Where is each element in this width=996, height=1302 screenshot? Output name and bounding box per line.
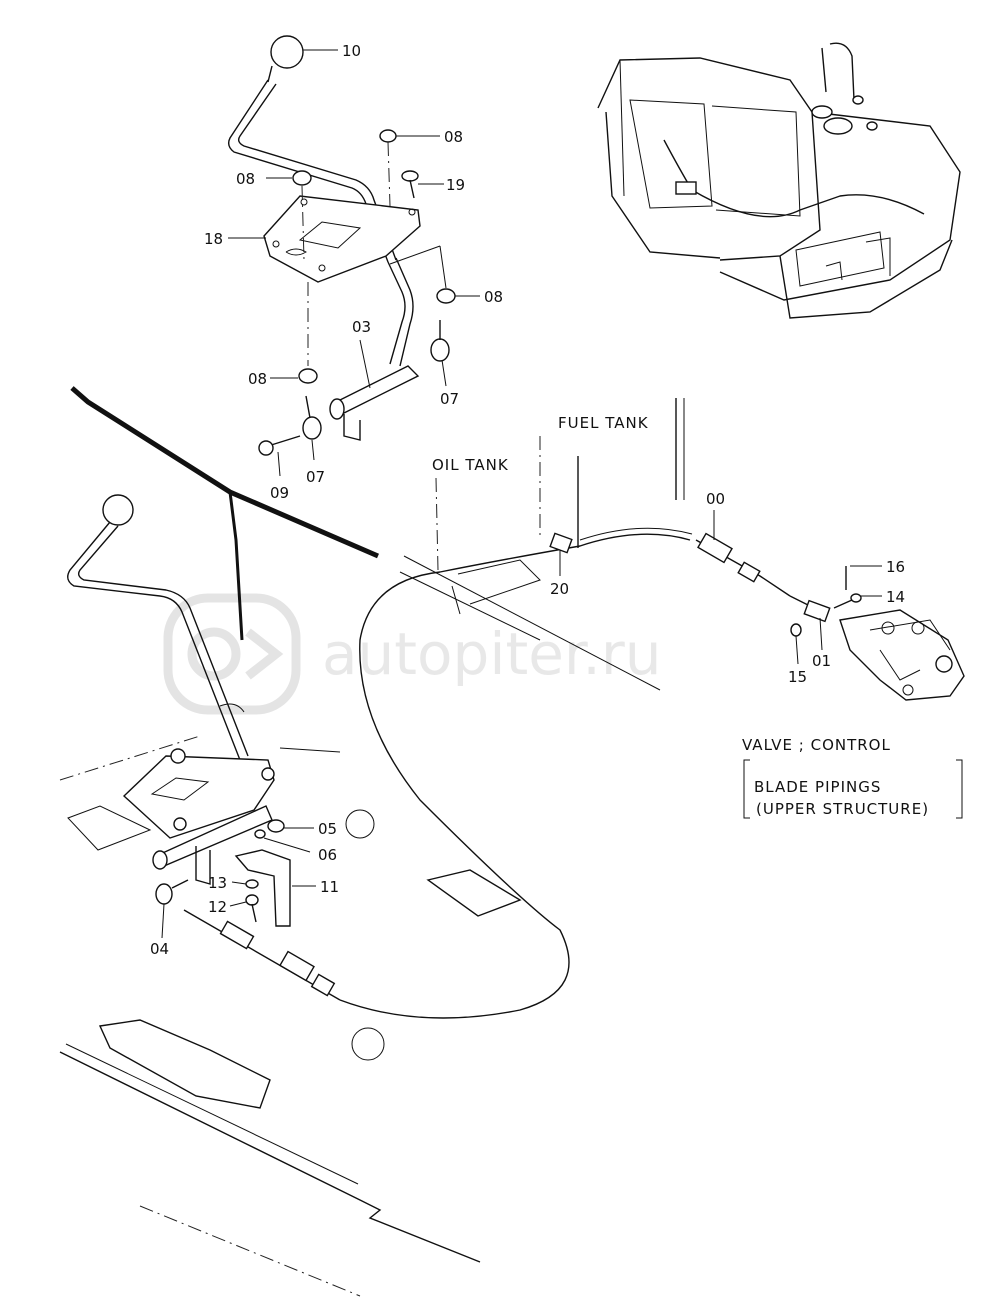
caption-line-2: (UPPER STRUCTURE) (756, 800, 929, 818)
callout-18: 18 (204, 230, 223, 248)
callout-16: 16 (886, 558, 905, 576)
top-lever-assembly (227, 35, 456, 456)
callout-20: 20 (550, 580, 569, 598)
cab-overview (597, 42, 961, 319)
watermark-text: autopiter.ru (322, 620, 661, 688)
callout-leaders (161, 49, 882, 939)
callout-08-c: 08 (484, 288, 503, 306)
control-valve (839, 609, 965, 701)
callout-19: 19 (446, 176, 465, 194)
callout-11: 11 (320, 878, 339, 896)
fuel-tank-label: FUEL TANK (558, 414, 649, 432)
callout-01: 01 (812, 652, 831, 670)
callout-08-b: 08 (236, 170, 255, 188)
section-divider (70, 386, 379, 559)
callout-00: 00 (706, 490, 725, 508)
part-callouts: 10 08 08 19 18 08 03 08 07 07 09 00 20 1… (150, 42, 905, 958)
callout-10: 10 (342, 42, 361, 60)
callout-07-b: 07 (306, 468, 325, 486)
caption-right-bracket (956, 759, 963, 819)
callout-08-d: 08 (248, 370, 267, 388)
diagram-caption: VALVE ; CONTROL BLADE PIPINGS (UPPER STR… (742, 736, 963, 819)
lever-shaft (330, 365, 420, 415)
caption-title: VALVE ; CONTROL (742, 736, 891, 754)
caption-left-bracket (743, 759, 750, 819)
callout-13: 13 (208, 874, 227, 892)
callout-06: 06 (318, 846, 337, 864)
bottom-lever-assembly (67, 494, 341, 1001)
control-cable (339, 527, 862, 1019)
watermark: autopiter.ru (163, 593, 661, 715)
floor-plate (59, 703, 522, 1297)
lever-plate-bottom (122, 755, 275, 839)
callout-14: 14 (886, 588, 905, 606)
lever-knob-bottom-icon (102, 494, 134, 526)
callout-07-a: 07 (440, 390, 459, 408)
callout-03: 03 (352, 318, 371, 336)
lever-knob-icon (270, 35, 304, 69)
callout-05: 05 (318, 820, 337, 838)
callout-09: 09 (270, 484, 289, 502)
watermark-logo-icon (163, 593, 301, 715)
callout-15: 15 (788, 668, 807, 686)
callout-04: 04 (150, 940, 169, 958)
callout-08-a: 08 (444, 128, 463, 146)
oil-tank-label: OIL TANK (432, 456, 509, 474)
caption-line-1: BLADE PIPINGS (754, 778, 881, 796)
callout-12: 12 (208, 898, 227, 916)
lever-plate (263, 195, 421, 283)
tank-labels: OIL TANK FUEL TANK (399, 398, 685, 691)
